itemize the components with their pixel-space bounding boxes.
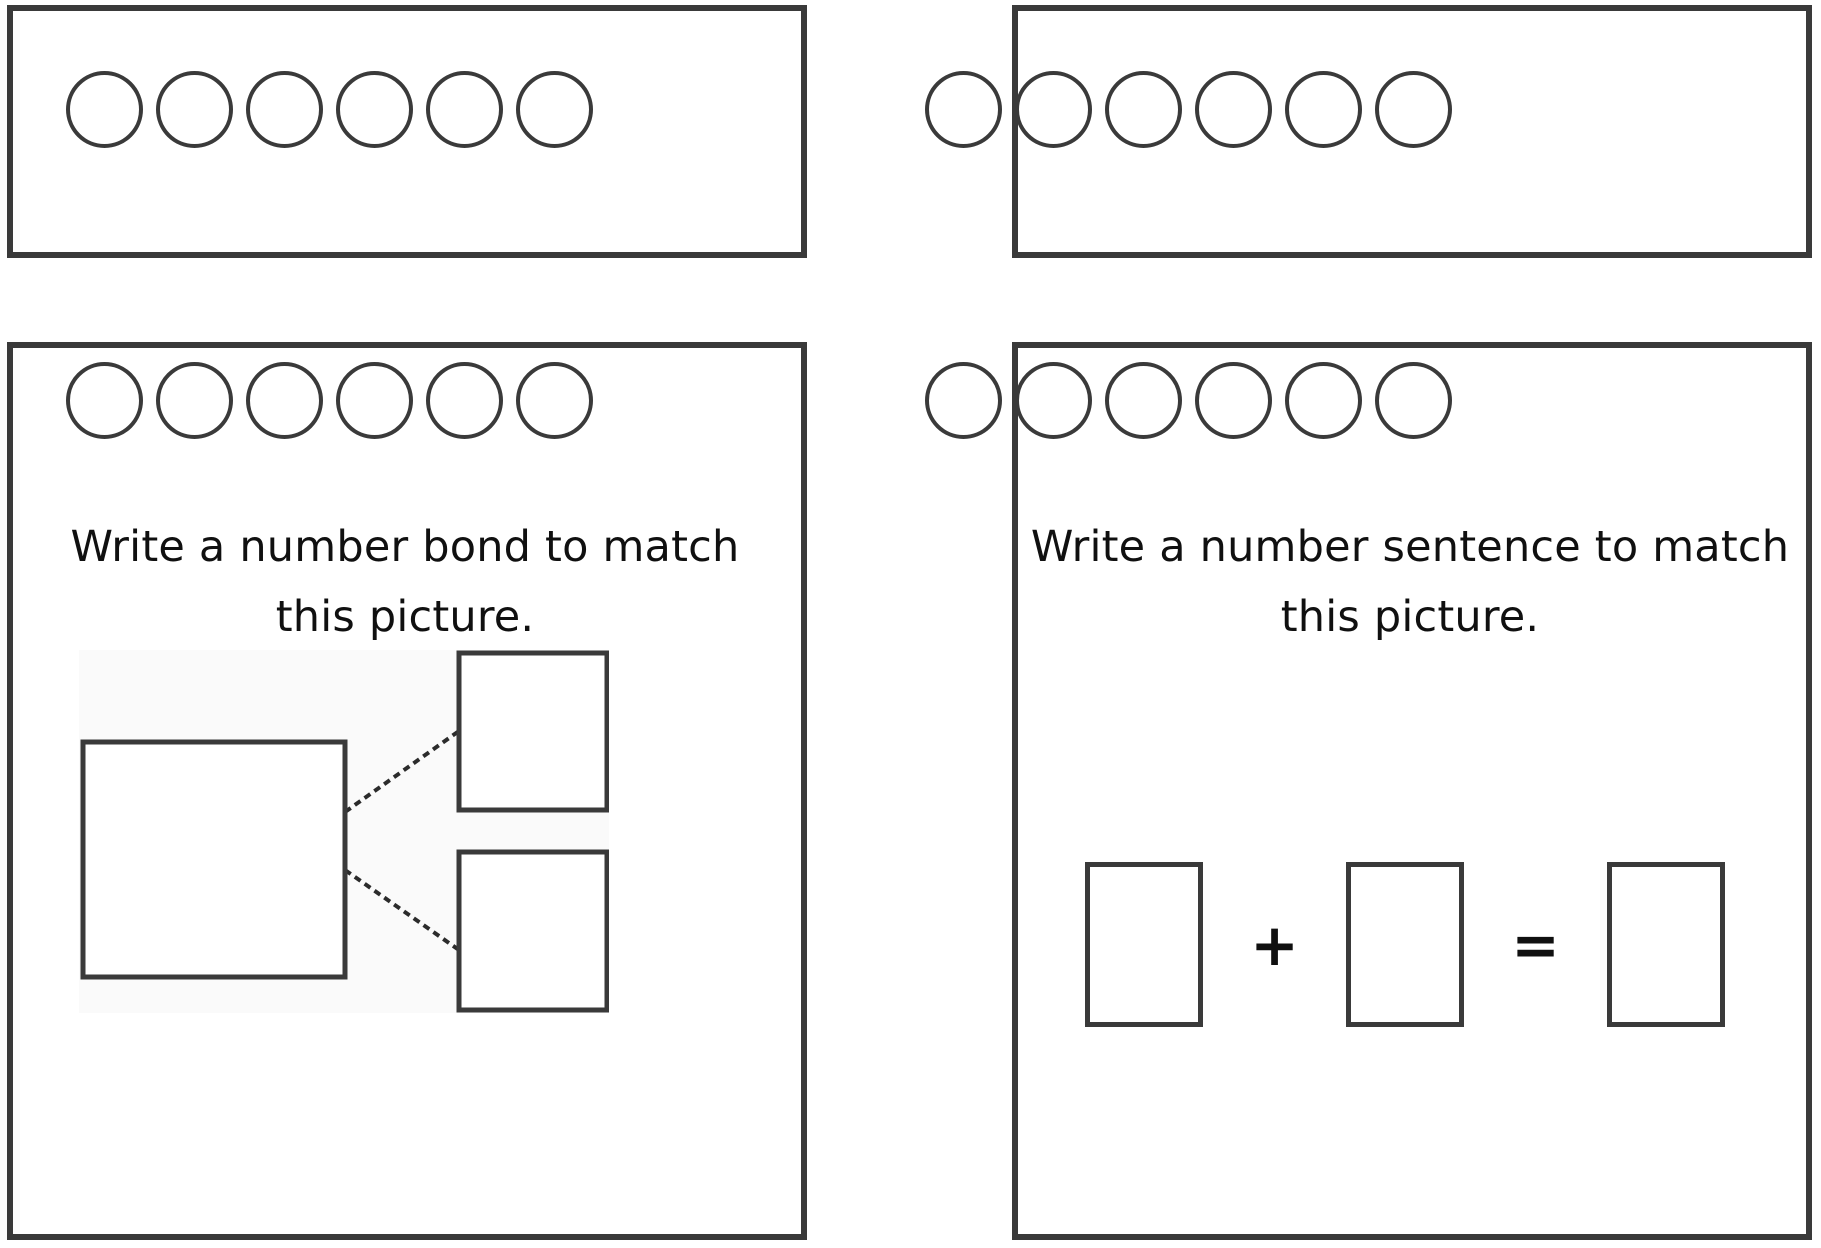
counter-circle bbox=[925, 362, 1002, 439]
counter-circle bbox=[66, 71, 143, 148]
number-sentence-row: + = bbox=[1085, 862, 1725, 1027]
counter-row-bottom-right bbox=[925, 362, 1452, 439]
bond-connector-bottom bbox=[343, 868, 461, 952]
counter-circle bbox=[1195, 71, 1272, 148]
equals-icon: = bbox=[1511, 910, 1560, 979]
counter-circle bbox=[336, 71, 413, 148]
number-bond-diagram bbox=[79, 650, 609, 1013]
counter-circle bbox=[1375, 362, 1452, 439]
answer-box-sum[interactable] bbox=[1607, 862, 1725, 1027]
counter-row-bottom-left bbox=[66, 362, 593, 439]
counter-circle bbox=[1285, 71, 1362, 148]
answer-box-addend-2[interactable] bbox=[1346, 862, 1464, 1027]
panel-bottom-right bbox=[1012, 342, 1812, 1240]
bond-whole-box bbox=[80, 739, 348, 980]
bond-connector-top bbox=[343, 729, 461, 814]
counter-circle bbox=[1285, 362, 1362, 439]
bond-part-box-bottom bbox=[456, 849, 609, 1013]
counter-circle bbox=[1195, 362, 1272, 439]
counter-circle bbox=[516, 71, 593, 148]
counter-circle bbox=[1105, 362, 1182, 439]
counter-circle bbox=[426, 71, 503, 148]
counter-circle bbox=[426, 362, 503, 439]
counter-circle bbox=[246, 362, 323, 439]
counter-circle bbox=[156, 71, 233, 148]
counter-row-top-right bbox=[925, 71, 1452, 148]
plus-icon: + bbox=[1250, 910, 1299, 979]
counter-circle bbox=[66, 362, 143, 439]
counter-circle bbox=[1015, 71, 1092, 148]
counter-row-top-left bbox=[66, 71, 593, 148]
counter-circle bbox=[246, 71, 323, 148]
counter-circle bbox=[925, 71, 1002, 148]
counter-circle bbox=[516, 362, 593, 439]
panel-top-left bbox=[7, 5, 807, 258]
counter-circle bbox=[336, 362, 413, 439]
counter-circle bbox=[156, 362, 233, 439]
prompt-number-sentence: Write a number sentence to match this pi… bbox=[1030, 522, 1790, 643]
prompt-number-bond: Write a number bond to match this pictur… bbox=[70, 522, 740, 643]
bond-part-box-top bbox=[456, 650, 609, 813]
counter-circle bbox=[1015, 362, 1092, 439]
counter-circle bbox=[1375, 71, 1452, 148]
counter-circle bbox=[1105, 71, 1182, 148]
answer-box-addend-1[interactable] bbox=[1085, 862, 1203, 1027]
